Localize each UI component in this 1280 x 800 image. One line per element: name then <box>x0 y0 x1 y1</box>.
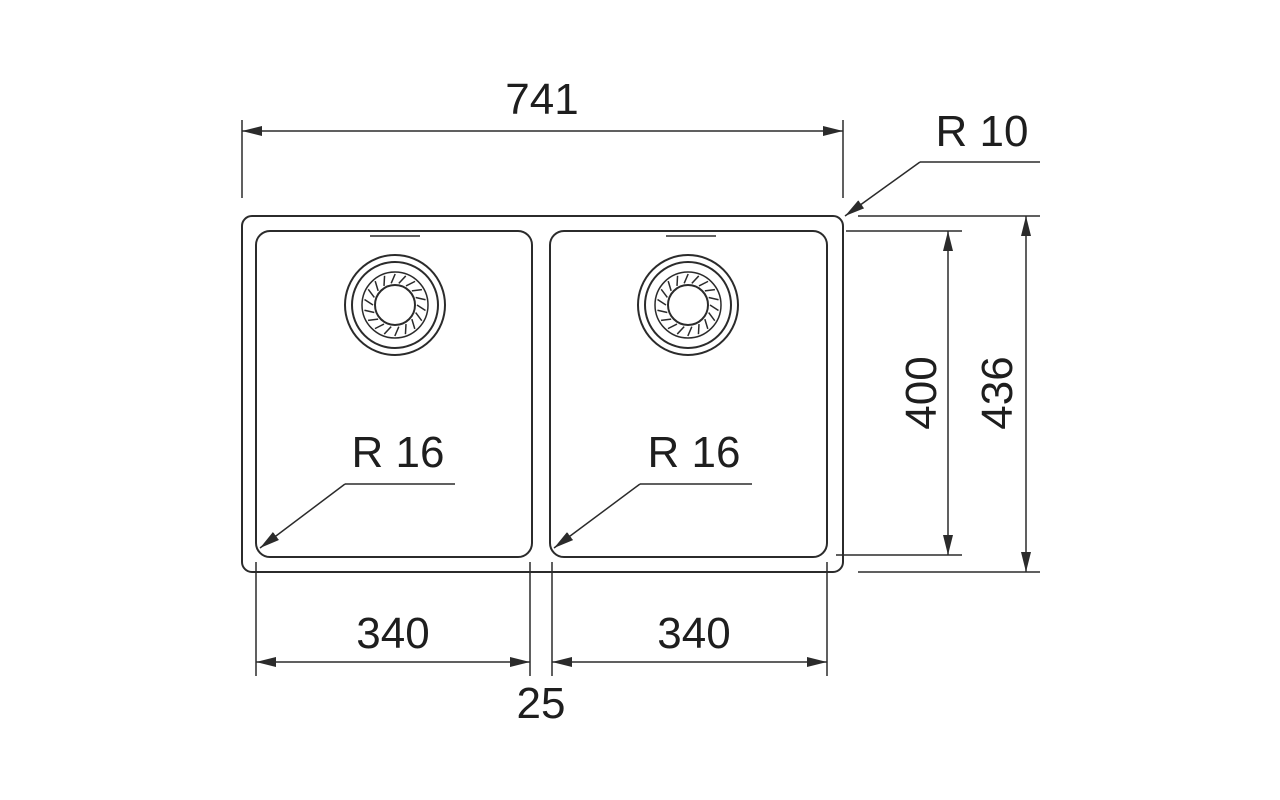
strainer-slot <box>374 280 379 292</box>
left-bowl-radius-label: R 16 <box>352 428 445 477</box>
strainer-slot <box>383 326 392 335</box>
strainer-slot <box>657 309 668 314</box>
strainer-slot <box>691 275 700 284</box>
divider-width-label: 25 <box>517 679 566 728</box>
strainer-slot <box>374 323 385 330</box>
strainer-slot <box>367 288 375 298</box>
right-drain-icon <box>637 254 739 356</box>
strainer-slot <box>667 323 678 330</box>
strainer-slot <box>660 288 668 298</box>
strainer-slot <box>367 318 379 322</box>
strainer-slot <box>383 275 386 286</box>
strainer-slot <box>394 326 400 337</box>
strainer-slot <box>698 280 709 287</box>
strainer-slot <box>709 304 719 312</box>
strainer-slot <box>411 288 423 292</box>
strainer-slot <box>697 324 700 335</box>
outer-radius-label: R 10 <box>936 107 1029 156</box>
right-bowl-radius-leader <box>553 483 641 549</box>
right-bowl-width-label: 340 <box>657 609 730 658</box>
strainer-slot <box>667 280 672 292</box>
strainer-slot <box>411 318 416 330</box>
strainer-slot <box>364 298 374 306</box>
outer-radius-leader <box>844 161 921 217</box>
strainer-slot <box>405 280 416 287</box>
bowl-depth-label: 400 <box>897 356 946 429</box>
strainer-slot <box>704 288 716 292</box>
strainer-slot <box>704 318 709 330</box>
strainer-slot <box>390 273 396 284</box>
strainer-slot <box>687 326 693 337</box>
left-bowl-width-label: 340 <box>356 609 429 658</box>
right-bowl-radius-label: R 16 <box>648 428 741 477</box>
strainer-slot <box>708 312 716 322</box>
strainer-slot <box>676 326 685 335</box>
overall-depth-label: 436 <box>973 356 1022 429</box>
left-bowl-radius-leader <box>259 483 346 549</box>
strainer-slot <box>398 275 407 284</box>
sink-outer-outline <box>241 215 844 573</box>
left-bowl-outline <box>255 230 533 558</box>
strainer-slot <box>415 312 423 322</box>
strainer-slot <box>676 275 679 286</box>
strainer-slot <box>404 324 407 335</box>
overall-width-label: 741 <box>505 75 578 124</box>
strainer-slot <box>683 273 689 284</box>
right-bowl-outline <box>549 230 828 558</box>
strainer-slot <box>416 304 426 312</box>
strainer-slot <box>415 296 426 301</box>
strainer-slot <box>657 298 667 306</box>
strainer-slot <box>660 318 672 322</box>
strainer-slot <box>708 296 719 301</box>
strainer-slot <box>364 309 375 314</box>
left-drain-icon <box>344 254 446 356</box>
